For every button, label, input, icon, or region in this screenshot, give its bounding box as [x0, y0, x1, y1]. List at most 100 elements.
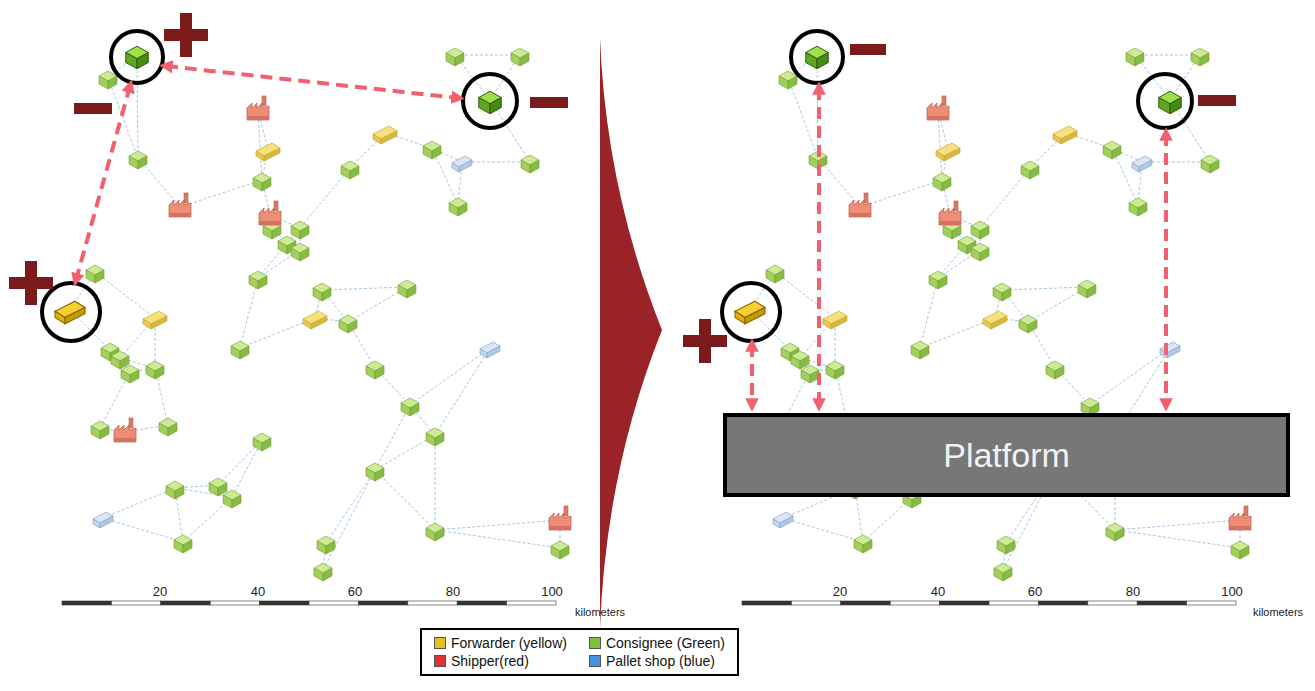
map-icon [253, 433, 271, 451]
map-icon [1201, 155, 1219, 173]
map-icon [971, 243, 989, 261]
network-link [240, 278, 258, 348]
map-icon [1021, 161, 1039, 179]
map-icon [452, 156, 472, 172]
map-icon [209, 478, 227, 496]
map-icon [521, 155, 539, 173]
map-icon [551, 541, 569, 559]
map-icon [773, 512, 793, 528]
map-icon [480, 342, 500, 358]
sign-symbols [9, 13, 1236, 363]
map-icon [146, 361, 164, 379]
map-icon [398, 280, 416, 298]
network-link [817, 55, 818, 158]
scale-number: 80 [1126, 584, 1140, 599]
network-link [435, 520, 560, 530]
map-icon [291, 221, 309, 239]
network-link [1115, 530, 1240, 548]
legend-swatch [434, 655, 446, 667]
network-link [435, 348, 490, 435]
map-icon [314, 563, 332, 581]
map-icon [1132, 156, 1152, 172]
scale-number: 100 [1221, 584, 1243, 599]
map-icon [1159, 91, 1182, 114]
map-icon [366, 361, 384, 379]
network-link [1135, 55, 1200, 56]
map-icon [313, 283, 331, 301]
scale-number: 20 [833, 584, 847, 599]
scale-number: 60 [348, 584, 362, 599]
network-link [435, 435, 436, 530]
map-icon [479, 91, 502, 114]
network-link [375, 405, 410, 470]
scale-number: 40 [251, 584, 265, 599]
map-icon [174, 535, 192, 553]
network-link [435, 530, 560, 548]
network-map [735, 46, 1251, 581]
map-icon [929, 271, 947, 289]
network-link [1115, 520, 1240, 530]
legend-text: Shipper(red) [451, 653, 529, 669]
map-icon [91, 421, 109, 439]
map-icon [766, 265, 784, 283]
network-link [103, 488, 175, 518]
map-icon [1106, 523, 1124, 541]
map-icon [423, 141, 441, 159]
network-link [258, 110, 262, 180]
scale-bar [742, 601, 1236, 605]
scale-unit: kilometers [1253, 606, 1303, 618]
map-icon [1053, 126, 1077, 144]
map-icon [159, 418, 177, 436]
map-icon [997, 536, 1015, 554]
network-map [55, 46, 571, 581]
network-link [775, 272, 835, 318]
map-icon [143, 311, 167, 329]
map-icon [971, 221, 989, 239]
map-icon [55, 301, 85, 324]
network-link [300, 168, 350, 228]
map-icon [111, 351, 129, 369]
network-link [788, 78, 818, 158]
map-icon [341, 161, 359, 179]
legend-item: Consignee (Green) [589, 635, 725, 651]
network-link [323, 470, 375, 570]
network-link [1090, 348, 1170, 405]
map-icon [253, 173, 271, 191]
map-icon [849, 193, 871, 217]
map-icon [86, 265, 104, 283]
map-icon [247, 96, 269, 120]
map-icon [339, 315, 357, 333]
map-icon [1078, 280, 1096, 298]
map-icon [317, 536, 335, 554]
network-link [326, 470, 375, 543]
map-icon [1191, 48, 1209, 66]
map-icon [933, 173, 951, 191]
network-link [920, 278, 938, 348]
map-icon [366, 463, 384, 481]
network-link [95, 272, 155, 318]
map-icon [511, 48, 529, 66]
network-link [1002, 287, 1087, 290]
map-icon [936, 143, 960, 161]
legend-text: Pallet shop (blue) [606, 653, 715, 669]
map-icon [549, 506, 571, 530]
map-icon [249, 271, 267, 289]
scale-number: 40 [931, 584, 945, 599]
map-icon [911, 341, 929, 359]
network-link [860, 180, 942, 207]
map-icon [114, 418, 136, 442]
network-link [455, 55, 520, 56]
network-link [980, 168, 1030, 228]
map-icon [1103, 141, 1121, 159]
network-link [783, 518, 863, 542]
scale-number: 60 [1028, 584, 1042, 599]
legend-text: Consignee (Green) [606, 635, 725, 651]
scale-number: 80 [446, 584, 460, 599]
right-annotations [722, 31, 1192, 405]
map-icon [983, 311, 1007, 329]
network-link [180, 180, 262, 207]
map-icon [1231, 541, 1249, 559]
map-icon [1126, 48, 1144, 66]
map-icon [99, 71, 117, 89]
